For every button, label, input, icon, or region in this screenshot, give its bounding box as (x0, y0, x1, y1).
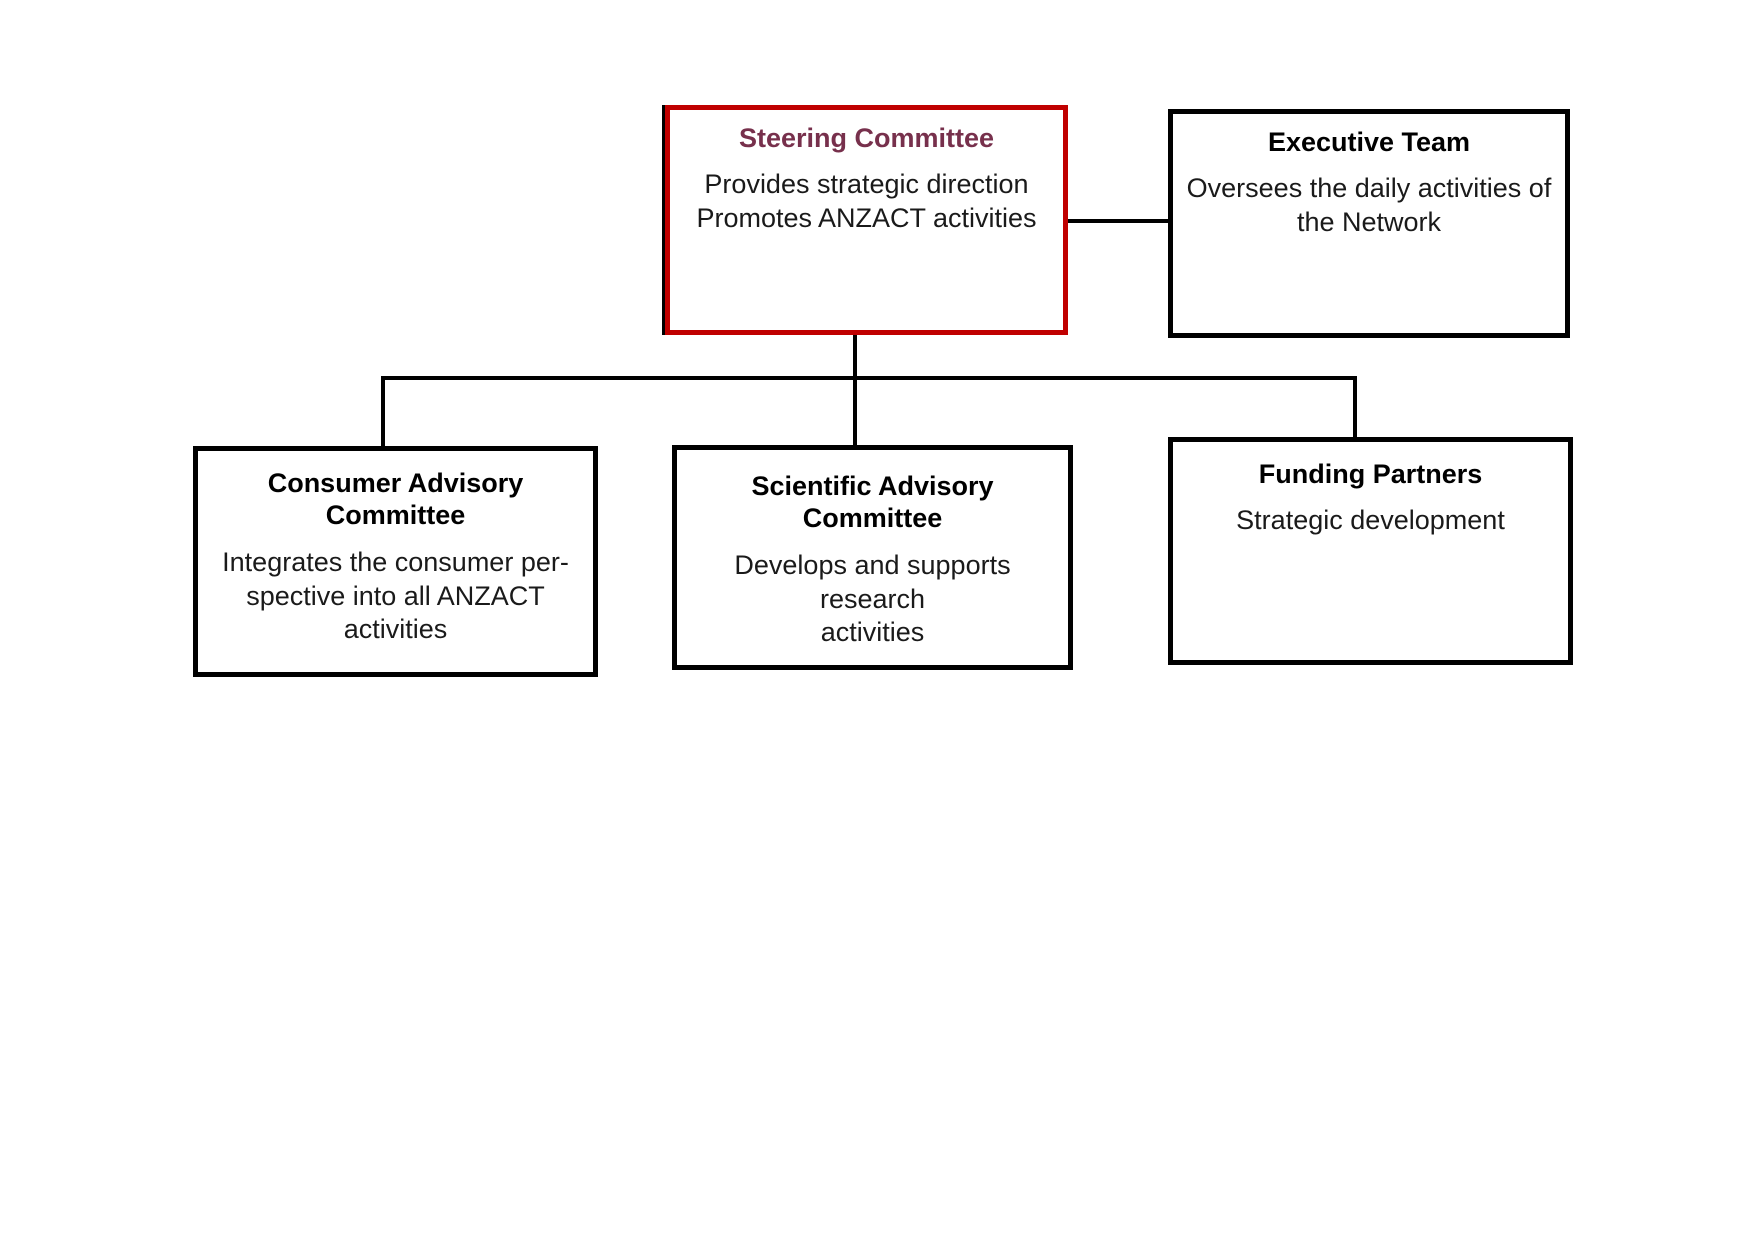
node-steering-committee: Steering Committee Provides strategic di… (665, 105, 1068, 335)
node-consumer-advisory-committee: Consumer Advisory Committee Integrates t… (193, 446, 598, 677)
node-body: Integrates the consumer per- spective in… (222, 546, 569, 645)
node-body: Provides strategic direction Promotes AN… (696, 169, 1037, 234)
connector-steering-executive (1066, 219, 1170, 223)
node-executive-team: Executive Team Oversees the daily activi… (1168, 109, 1570, 338)
node-title: Steering Committee (738, 123, 995, 153)
connector-drop-consumer (381, 376, 385, 448)
node-title: Funding Partners (1258, 459, 1483, 489)
node-body: Develops and supports research activitie… (734, 549, 1011, 648)
connector-drop-funding (1353, 376, 1357, 440)
node-scientific-advisory-committee: Scientific Advisory Committee Develops a… (672, 445, 1073, 670)
node-funding-partners: Funding Partners Strategic development (1168, 437, 1573, 665)
connector-steering-drop (853, 333, 857, 447)
connector-horizontal-bus (381, 376, 1357, 380)
node-title: Consumer Advisory Committee (267, 468, 524, 531)
node-title: Scientific Advisory Committee (751, 471, 994, 534)
node-body: Strategic development (1236, 505, 1505, 536)
node-title: Executive Team (1267, 127, 1471, 157)
node-body: Oversees the daily activities of the Net… (1186, 173, 1552, 238)
